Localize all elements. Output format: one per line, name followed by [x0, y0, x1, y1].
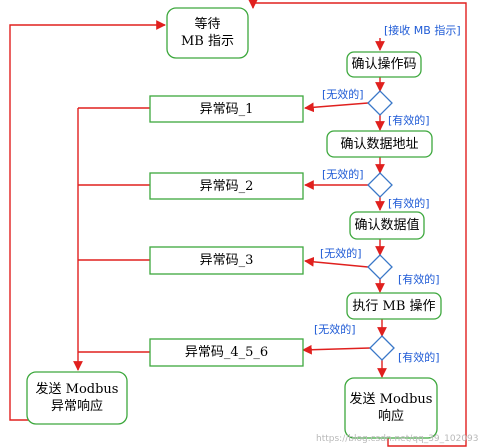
label-valid-3: [有效的]: [398, 273, 440, 286]
exc-2-text: 异常码_2: [199, 178, 254, 194]
edge-diamond3-to-exc3: [304, 256, 369, 268]
send-resp-box: [344, 377, 438, 439]
label-receive: [接收 MB 指示]: [384, 24, 461, 37]
label-invalid-2: [无效的]: [322, 168, 364, 181]
decision-diamond-4: [369, 335, 395, 361]
exc-3-box: [149, 246, 304, 275]
label-invalid-3: [无效的]: [320, 247, 362, 260]
exc-3-text: 异常码_3: [199, 253, 254, 268]
label-invalid-1: [无效的]: [322, 88, 364, 101]
label-invalid-4: [无效的]: [314, 323, 356, 336]
send-resp-text: 发送 Modbus 响应: [349, 392, 433, 424]
edge-response-return: [248, 0, 467, 447]
confirm-op-box: [346, 51, 422, 78]
watermark: https://blog.csdn.net/qq_39_102093: [316, 434, 479, 444]
label-valid-4: [有效的]: [398, 351, 440, 364]
label-valid-1: [有效的]: [388, 114, 430, 127]
exc-1-text: 异常码_1: [199, 101, 254, 117]
label-valid-2: [有效的]: [388, 197, 430, 210]
exc-456-box: [149, 338, 304, 367]
decision-diamond-2: [367, 172, 393, 198]
exc-456-text: 异常码_4_5_6: [184, 345, 269, 360]
confirm-val-box: [349, 211, 425, 240]
confirm-val-text: 确认数据值: [354, 218, 420, 233]
exc-2-box: [149, 172, 304, 200]
wait-mb-text: 等待 MB 指示: [181, 17, 234, 49]
wait-mb-box: [166, 7, 249, 59]
exec-mb-text: 执行 MB 操作: [352, 298, 436, 314]
exec-mb-box: [346, 292, 442, 320]
confirm-addr-text: 确认数据地址: [340, 136, 419, 152]
send-exc-box: [26, 371, 128, 425]
exc-1-box: [149, 95, 304, 123]
send-exc-text: 发送 Modbus 异常响应: [35, 382, 119, 414]
confirm-addr-box: [326, 130, 433, 158]
decision-diamond-1: [367, 90, 393, 116]
edge-diamond4-to-exc456: [302, 344, 371, 355]
decision-diamond-3: [367, 254, 393, 280]
edge-diamond1-to-exc1: [304, 102, 369, 113]
edge-exception-return: [9, 20, 166, 421]
confirm-op-text: 确认操作码: [351, 57, 417, 72]
